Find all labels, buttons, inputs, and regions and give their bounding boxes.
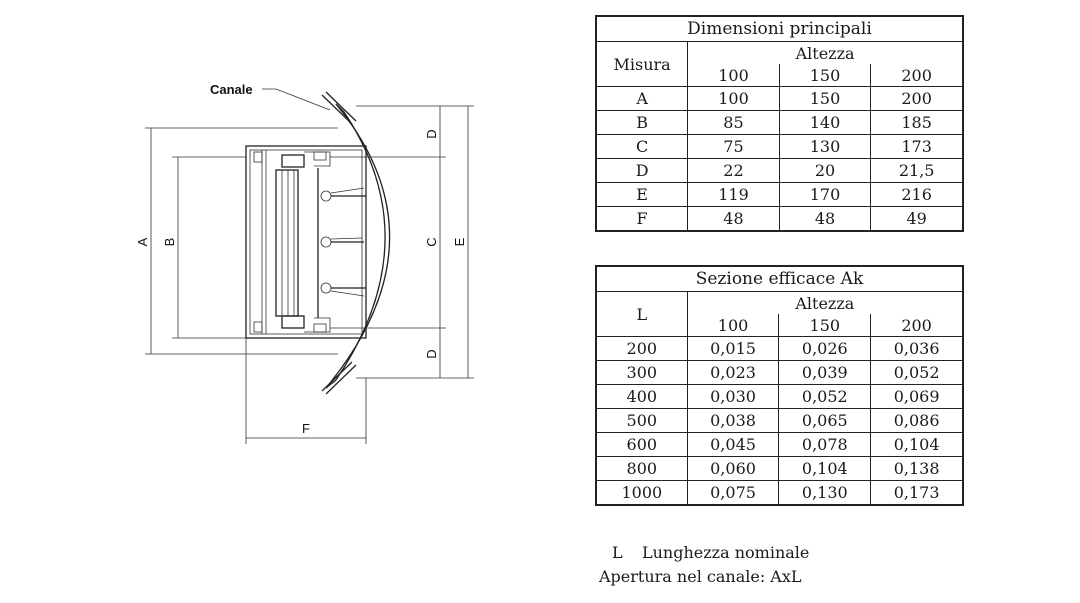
cell: 49: [870, 206, 964, 232]
legend-note: L Lunghezza nominale: [612, 543, 809, 562]
row-label: 800: [595, 456, 688, 481]
cell: 150: [778, 86, 872, 111]
cell: 0,060: [686, 456, 780, 481]
cell: 119: [687, 182, 780, 207]
label-d-top: D: [424, 129, 439, 138]
table-ak-col-header: 150: [778, 314, 872, 337]
cell: 75: [687, 134, 780, 159]
cell: 0,086: [870, 408, 964, 433]
label-c: C: [424, 237, 439, 246]
row-label: A: [595, 86, 689, 111]
table-row: 1000 0,075 0,130 0,173: [595, 480, 964, 506]
table-row: 500 0,038 0,065 0,086: [595, 408, 964, 433]
table-row: D 22 20 21,5: [595, 158, 964, 183]
table-ak-group-header: Altezza: [686, 291, 964, 314]
grille-section-drawing: Canale A B: [135, 82, 474, 444]
profile-bottom: [281, 315, 305, 329]
cell: 0,030: [686, 384, 780, 409]
table-ak-col-header: 100: [686, 314, 780, 337]
cell: 0,078: [778, 432, 872, 457]
cell: 185: [870, 110, 964, 135]
cell: 21,5: [870, 158, 964, 183]
table-main-col-header: 200: [870, 64, 964, 87]
frame-body: [245, 145, 367, 339]
cell: 0,075: [686, 480, 780, 506]
table-row: A 100 150 200: [595, 86, 964, 111]
table-main-col-header: 150: [778, 64, 872, 87]
table-main-row-header: Misura: [595, 41, 689, 87]
row-label: E: [595, 182, 689, 207]
cell: 20: [778, 158, 872, 183]
profile-top: [281, 154, 305, 168]
row-label: 300: [595, 360, 688, 385]
cell: 0,138: [870, 456, 964, 481]
table-ak-row-header: L: [595, 291, 688, 337]
table-row: 200 0,015 0,026 0,036: [595, 336, 964, 361]
table-main-title: Dimensioni principali: [595, 15, 964, 42]
cell: 216: [870, 182, 964, 207]
cell: 48: [687, 206, 780, 232]
table-row: 300 0,023 0,039 0,052: [595, 360, 964, 385]
cell: 130: [778, 134, 872, 159]
table-row: 400 0,030 0,052 0,069: [595, 384, 964, 409]
cell: 170: [778, 182, 872, 207]
leader-canale: [262, 88, 331, 111]
cell: 0,173: [870, 480, 964, 506]
table-main-col-header: 100: [687, 64, 780, 87]
cell: 22: [687, 158, 780, 183]
table-ak-title: Sezione efficace Ak: [595, 265, 964, 292]
row-label: 1000: [595, 480, 688, 506]
table-main-group-header: Altezza: [687, 41, 964, 64]
legend-symbol: L: [612, 543, 623, 562]
cell: 0,026: [778, 336, 872, 361]
table-row: 600 0,045 0,078 0,104: [595, 432, 964, 457]
opening-note: Apertura nel canale: AxL: [599, 567, 802, 586]
row-label: D: [595, 158, 689, 183]
cell: 0,052: [778, 384, 872, 409]
cell: 0,015: [686, 336, 780, 361]
cell: 48: [778, 206, 872, 232]
label-a: A: [135, 237, 150, 246]
cell: 0,065: [778, 408, 872, 433]
cell: 0,130: [778, 480, 872, 506]
cell: 173: [870, 134, 964, 159]
cell: 0,036: [870, 336, 964, 361]
label-b: B: [162, 238, 177, 247]
deflector-blades: [320, 187, 366, 297]
row-label: B: [595, 110, 689, 135]
row-label: 600: [595, 432, 688, 457]
table-row: 800 0,060 0,104 0,138: [595, 456, 964, 481]
cell: 85: [687, 110, 780, 135]
legend-text: Lunghezza nominale: [642, 543, 810, 562]
cell: 0,104: [778, 456, 872, 481]
front-face-inner: [335, 111, 386, 381]
cell: 0,039: [778, 360, 872, 385]
table-row: C 75 130 173: [595, 134, 964, 159]
table-row: F 48 48 49: [595, 206, 964, 232]
label-f: F: [302, 421, 310, 436]
cell: 0,052: [870, 360, 964, 385]
cell: 200: [870, 86, 964, 111]
row-label: C: [595, 134, 689, 159]
cell: 0,069: [870, 384, 964, 409]
label-e: E: [452, 237, 467, 246]
table-ak-col-header: 200: [870, 314, 964, 337]
table-row: E 119 170 216: [595, 182, 964, 207]
row-label: 400: [595, 384, 688, 409]
table-row: B 85 140 185: [595, 110, 964, 135]
table-effective-section: Sezione efficace Ak L Altezza 100 150 20…: [595, 265, 964, 506]
label-d-bottom: D: [424, 349, 439, 358]
cell: 100: [687, 86, 780, 111]
table-main-dimensions: Dimensioni principali Misura Altezza 100…: [595, 15, 964, 232]
cell: 140: [778, 110, 872, 135]
cell: 0,045: [686, 432, 780, 457]
row-label: 200: [595, 336, 688, 361]
label-canale: Canale: [210, 82, 253, 97]
row-label: 500: [595, 408, 688, 433]
cell: 0,023: [686, 360, 780, 385]
damper-stack: [275, 169, 299, 317]
cell: 0,038: [686, 408, 780, 433]
cell: 0,104: [870, 432, 964, 457]
row-label: F: [595, 206, 689, 232]
